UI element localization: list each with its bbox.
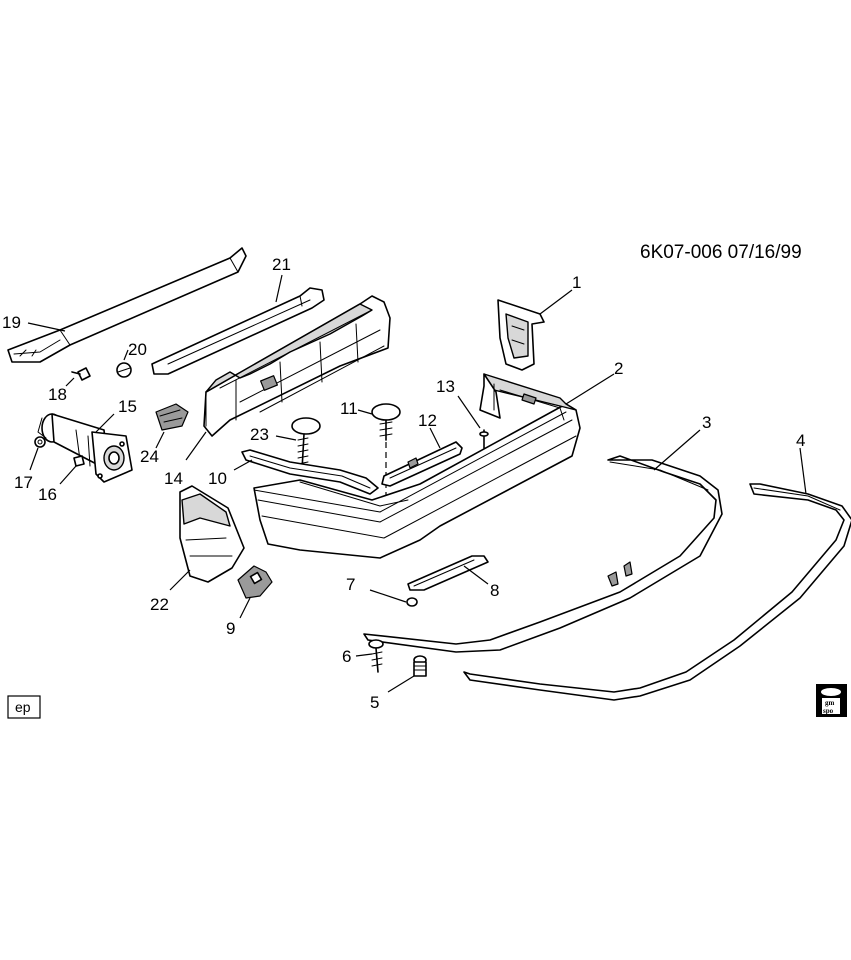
part-17-nut[interactable] [34,436,46,448]
part-10-molding[interactable] [241,449,379,495]
callout-15: 15 [118,397,137,416]
callout-3: 3 [702,413,711,432]
callout-4: 4 [796,431,805,450]
callout-9: 9 [226,619,235,638]
part-14-energy-absorber[interactable] [203,295,391,437]
part-13-stud[interactable] [479,429,489,449]
svg-text:spo: spo [823,707,834,715]
callout-10: 10 [208,469,227,488]
callout-13: 13 [436,377,455,396]
part-7-screw[interactable] [406,597,418,607]
callout-19: 19 [2,313,21,332]
ep-badge: ep [7,695,41,719]
part-2-bumper-fascia[interactable] [253,373,581,559]
document-id: 6K07-006 07/16/99 [640,242,802,263]
callout-18: 18 [48,385,67,404]
part-15-mount-bracket[interactable] [37,413,133,483]
part-18-bolt[interactable] [71,367,91,381]
part-11-screw[interactable] [371,403,401,441]
part-12-molding[interactable] [381,441,463,487]
part-5-screw[interactable] [413,655,427,677]
svg-text:ep: ep [15,699,31,715]
callout-8: 8 [490,581,499,600]
gm-spo-logo: gm spo [816,684,847,717]
callout-23: 23 [250,425,269,444]
callout-7: 7 [346,575,355,594]
callout-17: 17 [14,473,33,492]
part-19-reinforcement-bar[interactable] [7,247,247,363]
callout-16: 16 [38,485,57,504]
callout-1: 1 [572,273,581,292]
callout-14: 14 [164,469,183,488]
svg-text:gm: gm [825,699,835,707]
part-1-bracket[interactable] [497,299,545,371]
callout-22: 22 [150,595,169,614]
part-3-lower-molding[interactable] [363,455,723,653]
part-24-clip[interactable] [155,403,189,431]
callout-21: 21 [272,255,291,274]
callout-24: 24 [140,447,159,466]
callout-5: 5 [370,693,379,712]
callout-12: 12 [418,411,437,430]
callout-20: 20 [128,340,147,359]
part-22-splash-shield[interactable] [179,485,245,583]
callout-2: 2 [614,359,623,378]
part-4-outer-molding[interactable] [463,483,851,701]
part-20-push-retainer[interactable] [116,362,132,378]
part-6-screw[interactable] [368,639,384,673]
part-16-bolt[interactable] [73,455,85,467]
part-8-license-bracket[interactable] [407,555,489,591]
callout-11: 11 [340,399,358,418]
callout-6: 6 [342,647,351,666]
part-9-lamp-socket[interactable] [237,565,273,599]
part-21-absorber-strip[interactable] [151,287,325,375]
